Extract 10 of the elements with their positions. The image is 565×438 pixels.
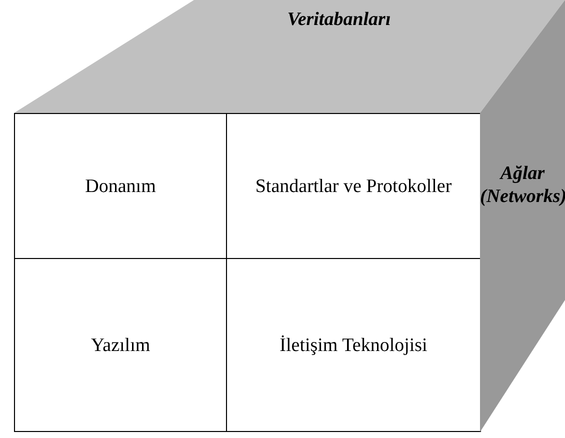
table-cell [14, 113, 227, 259]
cell-label: Donanım [85, 174, 156, 198]
cell-label: Standartlar ve Protokoller [255, 174, 452, 198]
face-label: Ağlar (Networks) [480, 162, 565, 208]
table-cell [14, 258, 227, 432]
top-face-panel [14, 0, 565, 114]
face-label: Veritabanları [286, 8, 392, 31]
cell-label: Yazılım [90, 334, 150, 356]
cell-label: İletişim Teknolojisi [280, 334, 428, 356]
side-face-panel [480, 0, 565, 432]
